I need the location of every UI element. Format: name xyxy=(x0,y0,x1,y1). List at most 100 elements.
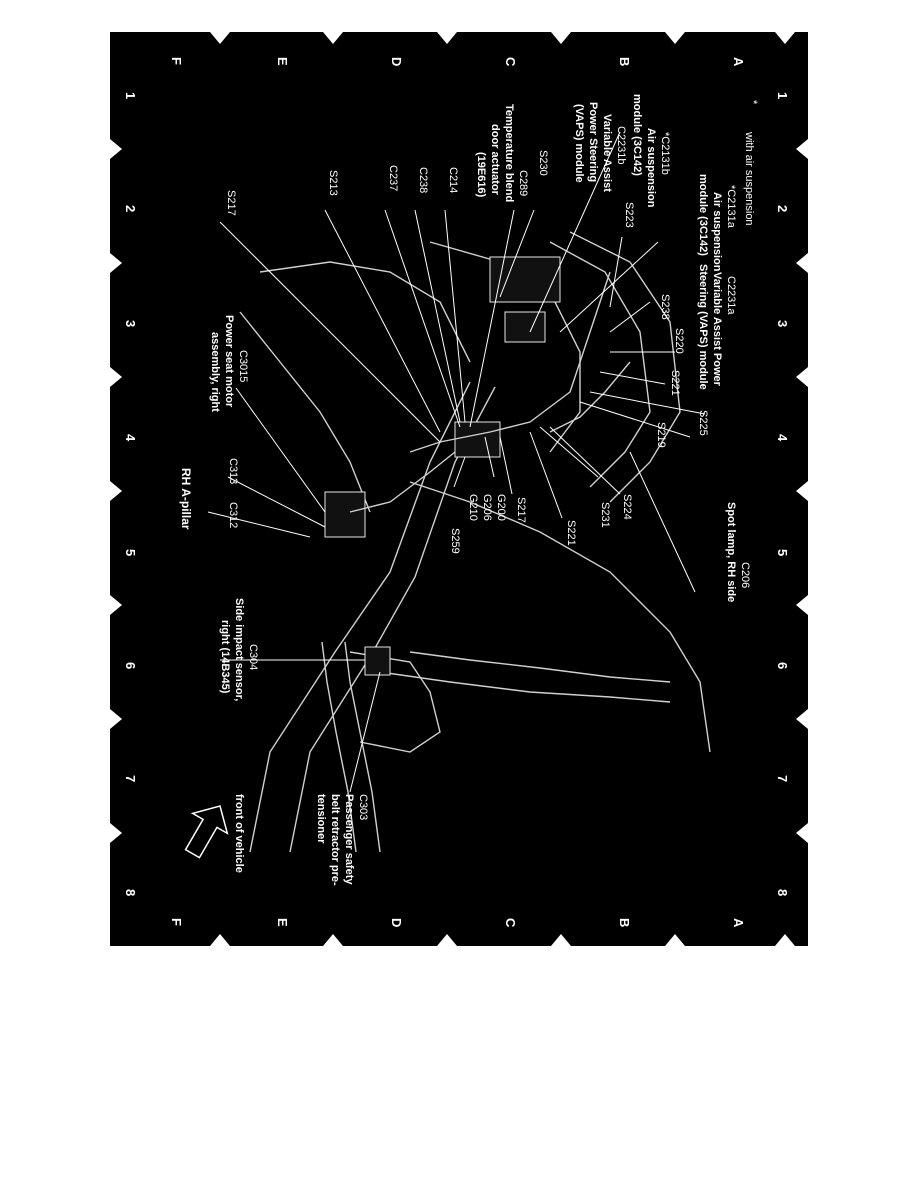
label-s225: S225 xyxy=(697,410,709,436)
label-title: RH A-pillar xyxy=(179,468,193,530)
grid-letter-d-left: D xyxy=(389,57,404,66)
label-c3015-desc1: Power seat motor xyxy=(223,315,235,408)
tick-left-6 xyxy=(110,709,122,729)
label-c289: C289 xyxy=(517,170,529,196)
grid-letter-a-left: A xyxy=(731,57,746,67)
b-pillar xyxy=(349,651,441,753)
label-s221-top: S221 xyxy=(669,370,681,396)
tick-left-2 xyxy=(110,253,122,273)
leader-c214 xyxy=(444,209,466,423)
label-s219: S219 xyxy=(655,422,667,448)
labels: * with air suspension *C2131a Air suspen… xyxy=(179,94,759,886)
label-s231: S231 xyxy=(599,502,611,528)
tick-right-1 xyxy=(796,139,808,159)
leader-c2231a xyxy=(559,241,659,333)
rh-a-pillar-diagram: 1 2 3 4 5 6 7 8 1 2 3 4 5 6 7 8 A B C D … xyxy=(110,32,808,946)
leader-lines xyxy=(207,131,706,793)
grid-number-5-bottom: 5 xyxy=(123,549,138,556)
wire-harness-seat xyxy=(349,451,456,513)
label-s221-bottom: S221 xyxy=(565,520,577,546)
tick-bottom-2 xyxy=(323,934,343,946)
label-c312: C312 xyxy=(227,502,239,528)
tick-top-1 xyxy=(210,32,230,44)
label-s217-left: S217 xyxy=(225,190,237,216)
tick-right-4 xyxy=(796,481,808,501)
grid-letter-c-right: C xyxy=(503,918,518,928)
tick-top-4 xyxy=(551,32,571,44)
vaps-module-box xyxy=(489,256,561,303)
grid-number-1-top: 1 xyxy=(775,92,790,99)
leader-s217-left xyxy=(219,221,441,443)
label-c3015-desc2: assembly, right xyxy=(209,332,221,412)
grid-letter-e-right: E xyxy=(275,918,290,927)
kick-panel xyxy=(259,261,471,363)
label-c237: C237 xyxy=(387,165,399,191)
leader-c3015 xyxy=(235,387,326,513)
label-c303-desc1: Passenger safety xyxy=(343,794,355,885)
tick-right-6 xyxy=(796,709,808,729)
grid-number-6-bottom: 6 xyxy=(123,662,138,669)
label-c2131b: *C2131b xyxy=(659,132,671,175)
label-g200: G200 xyxy=(495,494,507,521)
label-c303: C303 xyxy=(357,794,369,820)
tick-bottom-1 xyxy=(210,934,230,946)
pillar-artwork xyxy=(239,231,711,853)
leader-c237 xyxy=(384,209,461,428)
leader-c238 xyxy=(414,209,461,423)
label-c2131a-desc2: module (3C142) xyxy=(697,174,709,256)
leader-c289 xyxy=(469,209,515,428)
door-opening xyxy=(409,481,711,753)
pillar-outer-beam xyxy=(249,381,471,853)
grid-number-5-top: 5 xyxy=(775,549,790,556)
leader-s221-bottom xyxy=(529,431,563,519)
label-c304-desc2: right (14B345) xyxy=(219,620,231,694)
label-s259: S259 xyxy=(449,528,461,554)
label-c303-desc3: tensioner xyxy=(315,794,327,844)
tick-bottom-5 xyxy=(665,934,685,946)
tick-bottom-4 xyxy=(551,934,571,946)
leader-s213 xyxy=(324,209,441,433)
grid-number-4-bottom: 4 xyxy=(123,434,138,442)
leader-s221-top xyxy=(599,371,666,385)
grid-number-1-bottom: 1 xyxy=(123,92,138,99)
connector-cluster-center xyxy=(454,421,501,458)
grid-numbers-bottom: 1 2 3 4 5 6 7 8 xyxy=(123,92,138,896)
tick-bottom-6 xyxy=(775,934,795,946)
label-c303-desc2: belt retractor pre- xyxy=(329,794,341,886)
grid-numbers-top: 1 2 3 4 5 6 7 8 xyxy=(775,92,790,896)
leader-s230 xyxy=(499,209,535,298)
tick-left-1 xyxy=(110,139,122,159)
label-footnote: with air suspension xyxy=(743,131,755,226)
grid-number-2-top: 2 xyxy=(775,205,790,212)
tick-right-2 xyxy=(796,253,808,273)
side-impact-sensor-box xyxy=(364,646,391,676)
label-c214: C214 xyxy=(447,167,459,193)
tick-bottom-3 xyxy=(437,934,457,946)
power-seat-motor-box xyxy=(324,491,366,538)
label-footnote-marker: * xyxy=(747,100,759,105)
label-s213: S213 xyxy=(327,170,339,196)
label-c206-desc: Spot lamp, RH side xyxy=(725,502,737,602)
label-c2131a: *C2131a xyxy=(725,185,737,229)
leader-s223 xyxy=(609,236,623,308)
grid-number-8-bottom: 8 xyxy=(123,889,138,896)
roof-rail-inner xyxy=(409,651,671,683)
dash-panel xyxy=(429,241,581,453)
label-c2131b-desc2: module (3C142) xyxy=(631,94,643,176)
air-suspension-box xyxy=(504,311,546,343)
label-c304: C304 xyxy=(247,644,259,670)
tick-top-2 xyxy=(323,32,343,44)
tick-left-4 xyxy=(110,481,122,501)
grid-number-6-top: 6 xyxy=(775,662,790,669)
grid-letter-f-right: F xyxy=(169,918,184,926)
label-c2231a-desc1: Variable Assist Power xyxy=(711,272,723,387)
firewall-flange xyxy=(549,241,651,488)
leader-c313 xyxy=(227,476,326,528)
tick-top-5 xyxy=(665,32,685,44)
grid-letters-right: A B C D E F xyxy=(169,918,746,928)
leader-s231 xyxy=(539,426,599,478)
grid-number-4-top: 4 xyxy=(775,434,790,442)
leader-c2131b xyxy=(529,131,621,333)
label-c304-desc1: Side impact sensor, xyxy=(233,598,245,701)
label-s238: S238 xyxy=(659,294,671,320)
